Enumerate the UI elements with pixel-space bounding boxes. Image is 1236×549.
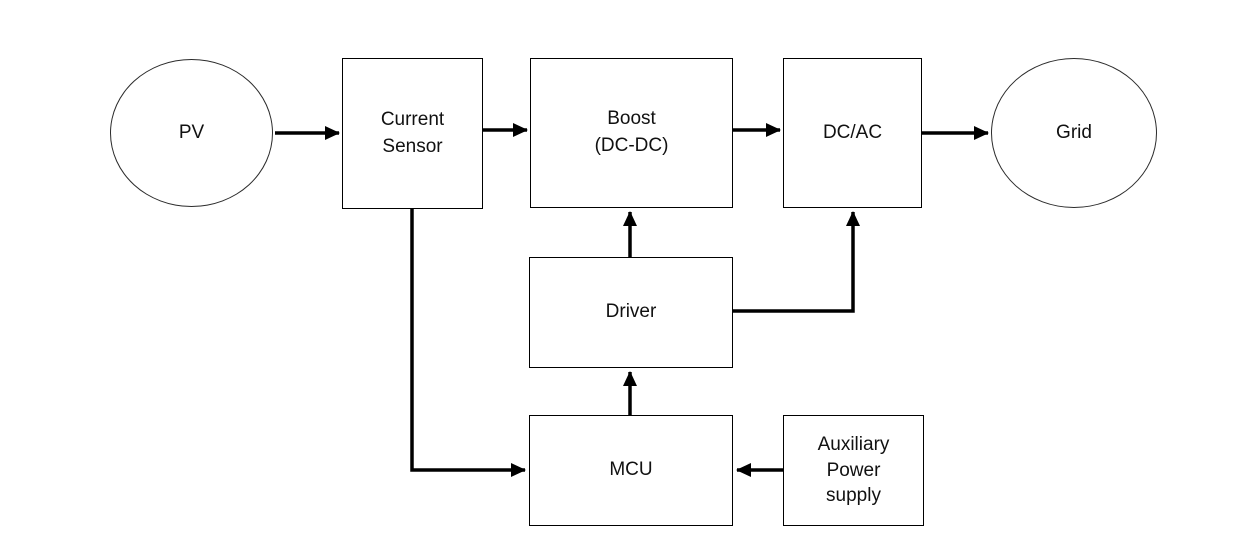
node-aux-power-label: Auxiliary Power supply xyxy=(817,434,890,507)
node-pv: PV xyxy=(110,59,273,207)
node-grid-label: Grid xyxy=(1056,121,1092,143)
node-boost: Boost (DC-DC) xyxy=(530,58,733,208)
node-mcu: MCU xyxy=(529,415,733,526)
node-driver-label: Driver xyxy=(605,301,657,323)
node-dcac: DC/AC xyxy=(783,58,922,208)
node-aux-power: Auxiliary Power supply xyxy=(783,415,924,526)
edge-current-sensor-to-mcu xyxy=(410,209,526,477)
node-dcac-label: DC/AC xyxy=(822,121,883,143)
node-boost-label: Boost (DC-DC) xyxy=(594,108,669,156)
node-driver: Driver xyxy=(529,257,733,368)
node-current-sensor: Current Sensor xyxy=(342,58,483,209)
node-current-sensor-label: Current Sensor xyxy=(380,108,445,157)
edge-driver-to-dcac xyxy=(733,211,860,313)
node-pv-label: PV xyxy=(178,121,205,143)
node-mcu-label: MCU xyxy=(609,459,653,481)
node-grid: Grid xyxy=(991,58,1157,208)
